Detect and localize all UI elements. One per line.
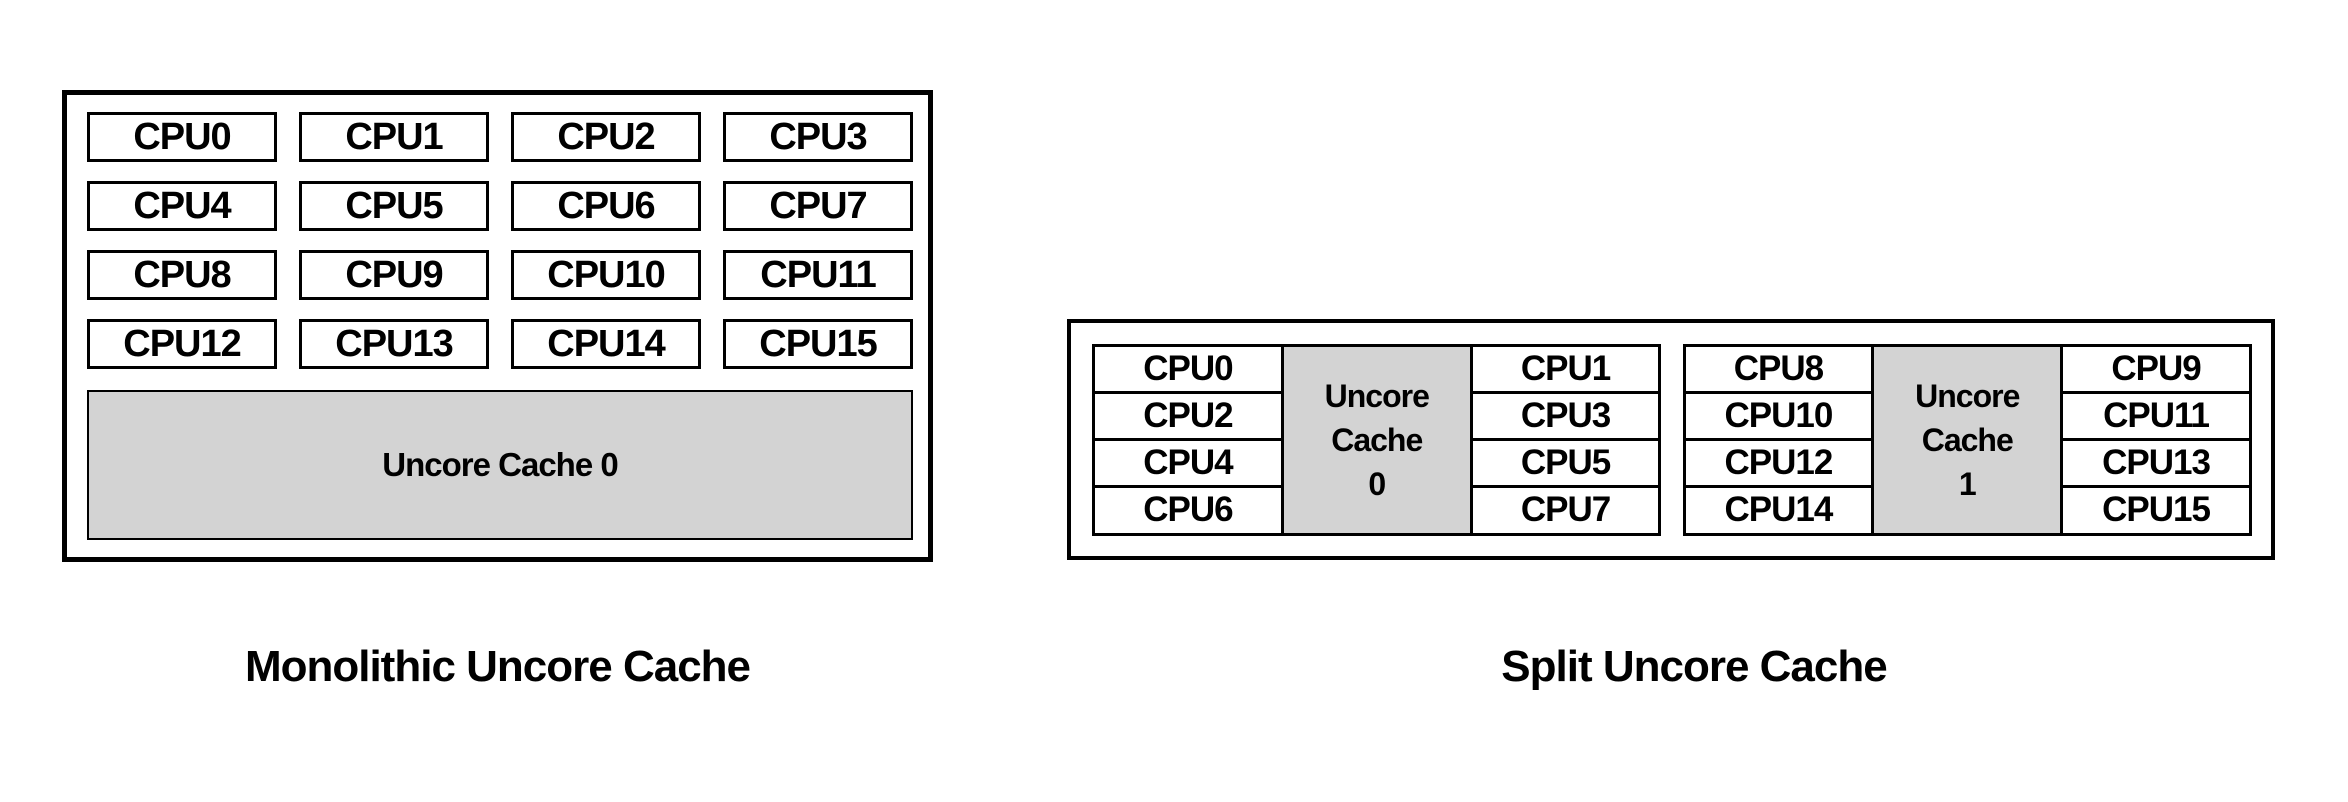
cpu-cell: CPU2	[1095, 390, 1281, 438]
cpu-cell: CPU3	[1472, 390, 1659, 438]
cpu-cell: CPU8	[1733, 348, 1824, 388]
cpu-cell: CPU14	[1685, 485, 1872, 532]
cpu-column-odd: CPU9 CPU11 CPU13 CPU15	[2060, 343, 2252, 536]
cpu-cell: CPU15	[2063, 485, 2249, 532]
cache-label-line: Cache	[1921, 421, 2014, 458]
cpu-box: CPU5	[299, 181, 489, 231]
cpu-cell: CPU11	[2063, 390, 2249, 438]
split-cluster-1: CPU8 CPU10 CPU12 CPU14 Uncore Cache 1 CP…	[1682, 343, 2253, 536]
cpu-box: CPU2	[511, 112, 701, 162]
uncore-cache-0-cell: Uncore Cache 0	[1283, 343, 1470, 536]
cache-label-line: Cache	[1331, 421, 1423, 458]
cpu-box: CPU7	[723, 181, 913, 231]
cpu-cell: CPU7	[1472, 485, 1659, 532]
cpu-cell: CPU4	[1095, 438, 1281, 485]
cpu-box: CPU15	[723, 319, 913, 369]
cpu-box: CPU13	[299, 319, 489, 369]
cpu-box: CPU14	[511, 319, 701, 369]
monolithic-caption: Monolithic Uncore Cache	[244, 642, 751, 691]
split-package-box: CPU0 CPU2 CPU4 CPU6 Uncore Cache 0 CPU1 …	[1067, 319, 2275, 560]
monolithic-package-box: CPU0 CPU1 CPU2 CPU3 CPU4 CPU5 CPU6 CPU7 …	[62, 90, 933, 562]
cpu-box: CPU9	[299, 250, 489, 300]
split-cluster-0: CPU0 CPU2 CPU4 CPU6 Uncore Cache 0 CPU1 …	[1092, 343, 1662, 536]
cpu-box: CPU6	[511, 181, 701, 231]
cpu-box: CPU12	[87, 319, 277, 369]
cpu-cell: CPU12	[1685, 438, 1872, 485]
cpu-cell: CPU13	[2063, 438, 2249, 485]
cpu-cell: CPU5	[1472, 438, 1659, 485]
cache-label-line: 0	[1368, 465, 1386, 502]
cpu-cell: CPU1	[1520, 348, 1611, 388]
cpu-column-even: CPU0 CPU2 CPU4 CPU6	[1092, 343, 1284, 536]
split-caption: Split Uncore Cache	[1501, 642, 1887, 691]
uncore-cache-1-cell: Uncore Cache 1	[1874, 343, 2061, 536]
cpu-box: CPU8	[87, 250, 277, 300]
cpu-cell: CPU0	[1143, 348, 1233, 388]
cpu-box: CPU10	[511, 250, 701, 300]
cpu-column-even: CPU8 CPU10 CPU12 CPU14	[1682, 343, 1875, 536]
cpu-box: CPU4	[87, 181, 277, 231]
cpu-cell: CPU6	[1095, 485, 1281, 532]
cpu-box: CPU3	[723, 112, 913, 162]
cpu-column-odd: CPU1 CPU3 CPU5 CPU7	[1469, 343, 1662, 536]
cpu-cell: CPU10	[1685, 390, 1872, 438]
cache-label-line: Uncore	[1324, 377, 1430, 414]
cpu-box: CPU11	[723, 250, 913, 300]
cpu-box: CPU0	[87, 112, 277, 162]
cache-label-line: Uncore	[1915, 377, 2020, 414]
monolithic-cpu-grid: CPU0 CPU1 CPU2 CPU3 CPU4 CPU5 CPU6 CPU7 …	[87, 112, 913, 369]
cpu-cell: CPU9	[2111, 348, 2201, 388]
cache-label-line: 1	[1958, 465, 1977, 502]
uncore-cache-0-box: Uncore Cache 0	[87, 390, 913, 540]
cpu-box: CPU1	[299, 112, 489, 162]
